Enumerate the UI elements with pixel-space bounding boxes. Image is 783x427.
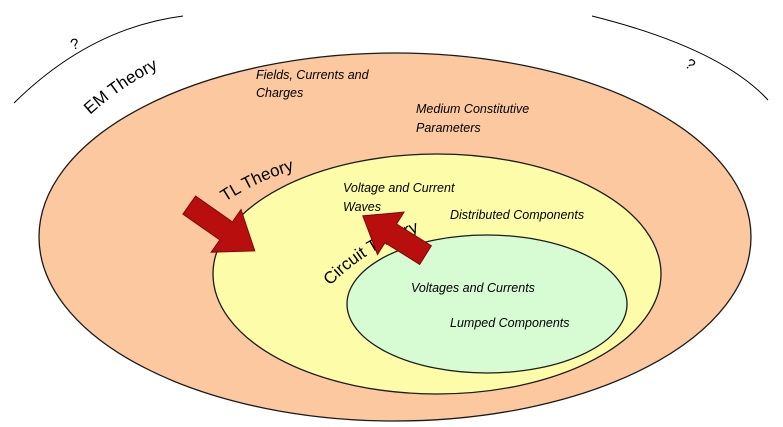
left-question-mark: ?: [69, 35, 81, 54]
fields-currents-charges-line2: Charges: [256, 86, 303, 100]
distributed-components-text: Distributed Components: [450, 208, 584, 222]
voltage-current-waves-line1: Voltage and Current: [343, 181, 455, 195]
lumped-components-text: Lumped Components: [450, 316, 570, 330]
medium-constitutive-line1: Medium Constitutive: [416, 102, 529, 116]
voltages-and-currents-text: Voltages and Currents: [411, 281, 535, 295]
left-outer-arc: [13, 15, 184, 104]
circuit-theory-ellipse: [346, 234, 628, 374]
medium-constitutive-line2: Parameters: [416, 121, 481, 135]
right-outer-arc: [591, 15, 769, 101]
left-red-arrow: [182, 195, 256, 253]
fields-currents-charges-line1: Fields, Currents and: [256, 68, 370, 82]
right-red-arrow: [362, 211, 433, 266]
voltage-current-waves-line2: Waves: [343, 200, 381, 214]
right-question-mark: ?: [682, 55, 699, 74]
